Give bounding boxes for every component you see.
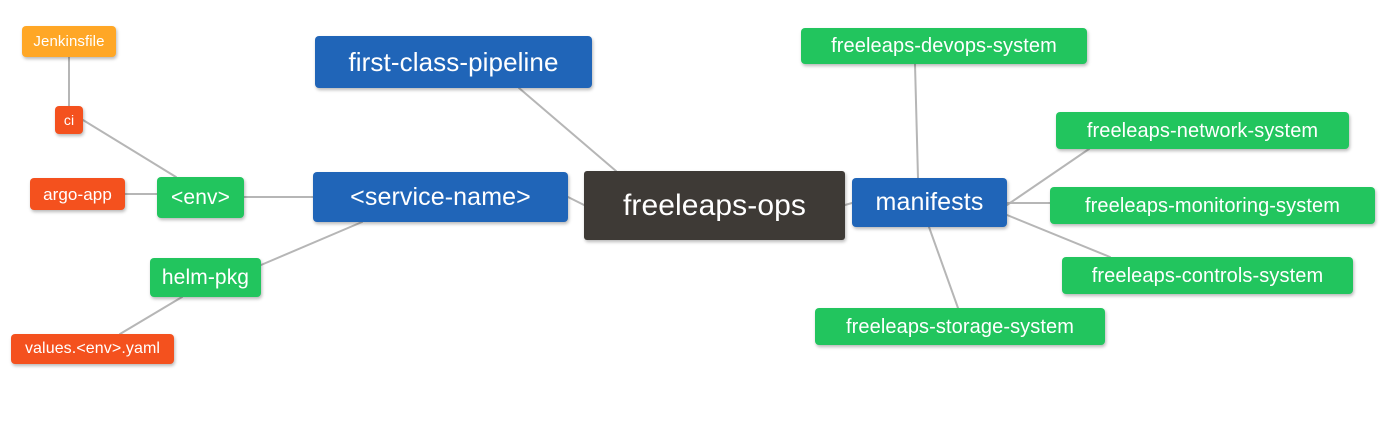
edge-freeleaps-ops-to-first-class-pipeline [518, 87, 617, 172]
mindmap-node-first-class-pipeline[interactable]: first-class-pipeline [315, 36, 592, 88]
edge-manifests-to-freeleaps-storage-system [928, 226, 959, 309]
edge-freeleaps-ops-to-manifests [844, 202, 853, 206]
mindmap-node-values-env-yaml[interactable]: values.<env>.yaml [11, 334, 174, 364]
mindmap-node-helm-pkg[interactable]: helm-pkg [150, 258, 261, 297]
edge-freeleaps-ops-to-service-name [567, 196, 585, 206]
mindmap-node-jenkinsfile[interactable]: Jenkinsfile [22, 26, 116, 57]
mindmap-node-freeleaps-ops[interactable]: freeleaps-ops [584, 171, 845, 240]
mindmap-node-freeleaps-network-system[interactable]: freeleaps-network-system [1056, 112, 1349, 149]
mindmap-node-service-name[interactable]: <service-name> [313, 172, 568, 222]
edge-service-name-to-helm-pkg [260, 221, 363, 266]
edge-env-to-ci [82, 119, 177, 178]
mindmap-node-freeleaps-storage-system[interactable]: freeleaps-storage-system [815, 308, 1105, 345]
mindmap-node-manifests[interactable]: manifests [852, 178, 1007, 227]
mindmap-node-freeleaps-controls-system[interactable]: freeleaps-controls-system [1062, 257, 1353, 294]
mindmap-node-freeleaps-devops-system[interactable]: freeleaps-devops-system [801, 28, 1087, 64]
mindmap-node-argo-app[interactable]: argo-app [30, 178, 125, 210]
mindmap-node-env[interactable]: <env> [157, 177, 244, 218]
mindmap-node-ci[interactable]: ci [55, 106, 83, 134]
edge-helm-pkg-to-values-env-yaml [119, 296, 183, 335]
edge-manifests-to-freeleaps-devops-system [914, 63, 919, 179]
mindmap-node-freeleaps-monitoring-system[interactable]: freeleaps-monitoring-system [1050, 187, 1375, 224]
